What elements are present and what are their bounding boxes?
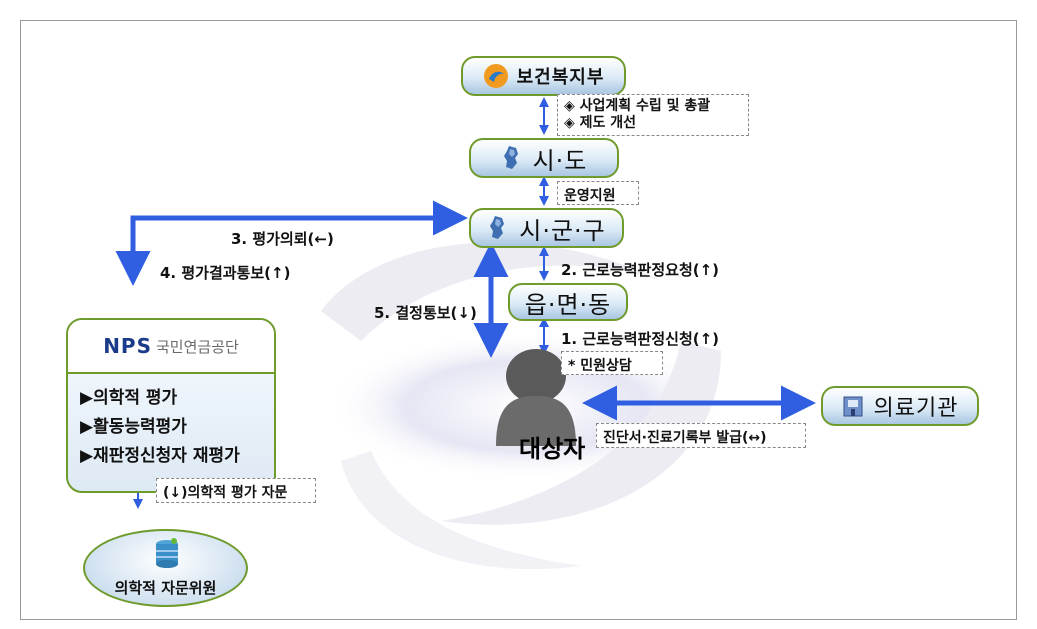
eupmyeondong-node: 읍·면·동 <box>508 283 628 321</box>
medical-advice-box: (↓)의학적 평가 자문 <box>156 478 316 503</box>
korea-map-icon <box>490 216 505 239</box>
korea-map-icon <box>503 146 518 169</box>
committee-node: 의학적 자문위원 <box>83 529 248 607</box>
person-icon <box>496 349 576 446</box>
medical-institution-label: 의료기관 <box>873 396 959 421</box>
nps-task-item: ▶재판정신청자 재평가 <box>80 446 240 466</box>
nps-task-item: ▶활동능력평가 <box>80 417 187 437</box>
eupmyeondong-label: 읍·면·동 <box>524 290 612 319</box>
sigungu-node: 시·군·구 <box>469 208 624 248</box>
ministry-role-line1: ◈ 사업계획 수립 및 총괄 <box>564 98 711 114</box>
step2-label: 2. 근로능력판정요청(↑) <box>561 261 720 279</box>
sido-node: 시·도 <box>469 138 619 178</box>
target-label: 대상자 <box>519 435 586 463</box>
arrow-evaluation-request <box>115 200 468 286</box>
database-server-icon <box>156 538 178 568</box>
ministry-label: 보건복지부 <box>516 67 605 88</box>
committee-label: 의학적 자문위원 <box>114 579 217 597</box>
nps-box: NPS 국민연금공단 ▶의학적 평가 ▶활동능력평가 ▶재판정신청자 재평가 <box>66 318 276 493</box>
step4-label: 4. 평가결과통보(↑) <box>160 264 291 282</box>
nps-org-name: 국민연금공단 <box>156 337 239 356</box>
nps-task-list: ▶의학적 평가 ▶활동능력평가 ▶재판정신청자 재평가 <box>68 374 274 471</box>
step3-label: 3. 평가의뢰(←) <box>231 230 334 248</box>
nps-header: NPS 국민연금공단 <box>68 320 274 374</box>
step5-label: 5. 결정통보(↓) <box>374 304 477 322</box>
medical-institution-node: 의료기관 <box>821 386 979 426</box>
ministry-logo-icon <box>483 64 508 88</box>
sigungu-label: 시·군·구 <box>519 216 606 245</box>
consultation-box: * 민원상담 <box>561 351 663 375</box>
step1-label: 1. 근로능력판정신청(↑) <box>561 330 720 348</box>
hospital-icon <box>843 396 863 417</box>
diagram-frame: 보건복지부 ◈ 사업계획 수립 및 총괄 ◈ 제도 개선 시·도 운영지원 시·… <box>20 20 1017 620</box>
nps-logo: NPS <box>103 334 152 358</box>
ministry-role-box: ◈ 사업계획 수립 및 총괄 ◈ 제도 개선 <box>557 94 749 136</box>
ministry-role-line2: ◈ 제도 개선 <box>564 115 637 131</box>
operation-support-box: 운영지원 <box>557 181 639 205</box>
nps-task-item: ▶의학적 평가 <box>80 388 178 408</box>
medical-docs-box: 진단서·진료기록부 발급(↔) <box>596 423 806 448</box>
ministry-node: 보건복지부 <box>461 56 626 96</box>
sido-label: 시·도 <box>532 146 588 175</box>
